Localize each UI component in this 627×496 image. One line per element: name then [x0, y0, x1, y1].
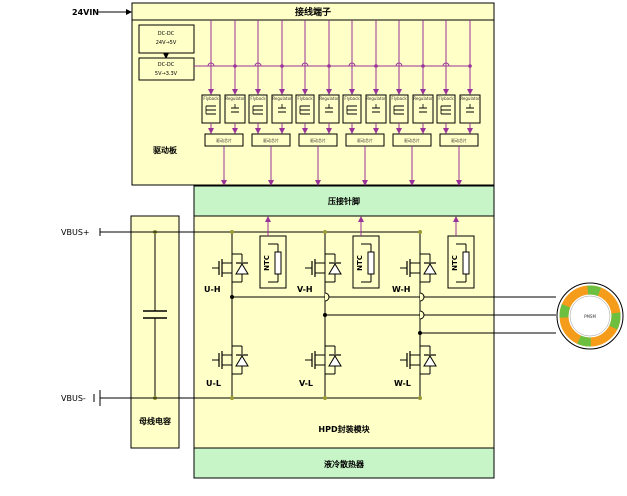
terminal-label: 接线端子 — [295, 6, 331, 18]
dcdc-primary-range: 24V→5V — [156, 40, 177, 46]
power-module — [193, 215, 495, 449]
low-side-switch — [305, 345, 342, 375]
motor-rotor — [569, 295, 611, 337]
isolator-label: Flyback — [438, 96, 454, 101]
rail-junction — [230, 230, 234, 234]
isolator-label: Flyback — [344, 96, 360, 101]
press-pins-label: 压接针脚 — [328, 196, 360, 206]
heatsink-strip — [193, 447, 495, 479]
vin-label: 24VIN — [72, 8, 99, 17]
ntc-label: NTC — [451, 255, 459, 271]
high-side-switch — [400, 253, 437, 283]
high-switch-label: U-H — [204, 285, 221, 294]
isolator-label: Flyback — [297, 96, 313, 101]
driver-chip-label: 驱动芯片 — [404, 137, 420, 143]
isolator-label: Flyback — [203, 96, 219, 101]
low-side-switch — [400, 345, 437, 375]
diode-triangle — [328, 355, 342, 367]
module-label: HPD封装模块 — [318, 424, 370, 434]
vbus-plus-label: VBUS+ — [61, 228, 90, 237]
three-phase-bridge: U-H U-L NTC V-H V-L NTC W-H W-L NTC — [204, 216, 556, 400]
dcdc-secondary-title: DC-DC — [158, 62, 175, 68]
low-switch-label: V-L — [299, 379, 313, 388]
motor-label: PMSM — [584, 314, 596, 319]
rail-junction — [230, 396, 234, 400]
ntc-box — [447, 235, 475, 289]
ntc-label: NTC — [263, 255, 271, 271]
diode-triangle — [423, 263, 437, 275]
diode-triangle — [235, 263, 249, 275]
driver-channels: Flyback Regulator 驱动芯片 Flyback Regulator 驱动芯片… — [194, 20, 481, 186]
driver-chip-label: 驱动芯片 — [357, 137, 373, 143]
diode-triangle — [328, 263, 342, 275]
capacitor-label: 母线电容 — [139, 416, 171, 426]
ntc-box — [259, 235, 287, 289]
line-hop — [207, 62, 215, 67]
regulator-label: Regulator — [366, 96, 386, 101]
ntc-resistor — [367, 251, 375, 275]
driver-chip-label: 驱动芯片 — [451, 137, 467, 143]
regulator-label: Regulator — [413, 96, 433, 101]
dcdc-primary-title: DC-DC — [158, 31, 175, 37]
ntc-resistor — [462, 251, 470, 275]
heatsink-label: 液冷散热器 — [324, 459, 365, 469]
isolator-label: Flyback — [391, 96, 407, 101]
ntc-label: NTC — [356, 255, 364, 271]
dcdc-primary-box — [138, 24, 195, 54]
high-side-switch — [305, 253, 342, 283]
isolator-label: Flyback — [250, 96, 266, 101]
motor: PMSM — [556, 282, 624, 350]
motor-winding-ring — [559, 285, 621, 347]
rail-junction — [323, 396, 327, 400]
line-hop — [442, 62, 450, 67]
dcdc-secondary-box — [138, 57, 195, 81]
line-hop — [395, 62, 403, 67]
low-side-switch — [212, 345, 249, 375]
vbus-minus-label: VBUS- — [61, 394, 86, 403]
high-switch-label: V-H — [297, 285, 313, 294]
regulator-label: Regulator — [460, 96, 480, 101]
high-switch-label: W-H — [392, 285, 410, 294]
rail-junction — [418, 230, 422, 234]
press-pins-strip — [193, 185, 495, 217]
wire-hop — [419, 292, 425, 302]
wire-hop — [324, 292, 330, 302]
line-hop — [301, 62, 309, 67]
wire-hop — [419, 310, 425, 320]
diode-triangle — [423, 355, 437, 367]
dcdc-secondary-range: 5V→3.3V — [155, 71, 178, 77]
ntc-resistor — [274, 251, 282, 275]
high-side-switch — [212, 253, 249, 283]
driver-chip-label: 驱动芯片 — [263, 137, 279, 143]
diode-triangle — [235, 355, 249, 367]
regulator-label: Regulator — [225, 96, 245, 101]
driver-chip-label: 驱动芯片 — [216, 137, 232, 143]
ntc-box — [352, 235, 380, 289]
line-hop — [348, 62, 356, 67]
driver-chip-label: 驱动芯片 — [310, 137, 326, 143]
low-switch-label: W-L — [394, 379, 411, 388]
rail-junction — [418, 396, 422, 400]
low-switch-label: U-L — [206, 379, 221, 388]
driver-board-label: 驱动板 — [153, 145, 178, 155]
regulator-label: Regulator — [272, 96, 292, 101]
line-hop — [254, 62, 262, 67]
rail-junction — [323, 230, 327, 234]
regulator-label: Regulator — [319, 96, 339, 101]
